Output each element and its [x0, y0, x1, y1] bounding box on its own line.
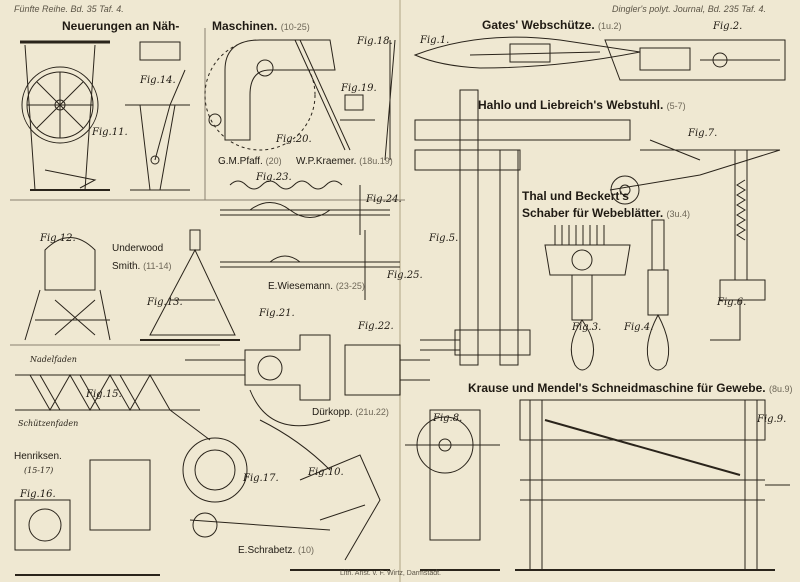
fig8-drawing [405, 409, 500, 571]
fig-16-label: Fig.16. [20, 489, 56, 500]
title-kraemer: W.P.Kraemer. (18u.19) [296, 157, 393, 167]
hahlo-label: Hahlo und Liebreich's Webstuhl. [478, 98, 664, 112]
fig2-drawing [604, 39, 786, 81]
title-schrabetz: E.Schrabetz. (10) [238, 546, 314, 556]
title-naehmaschinen-b: Maschinen. (10-25) [212, 20, 310, 32]
schuetzenfaden-label: Schützenfaden [18, 419, 79, 428]
title-thal-a: Thal und Beckert's [522, 189, 629, 203]
fig-4-label: Fig.4. [624, 322, 654, 333]
fig5-drawing [414, 89, 631, 366]
krause-ref: (8u.9) [768, 384, 793, 394]
fig23-25-drawing [220, 180, 400, 300]
hahlo-ref: (5-7) [666, 101, 686, 111]
fig18-19-drawing [340, 39, 396, 161]
duerkopp-label: Dürkopp. [312, 407, 353, 418]
title-duerkopp: Dürkopp. (21u.22) [312, 408, 389, 418]
title-wiesemann: E.Wiesemann. (23-25) [268, 282, 365, 292]
fig-19-label: Fig.19. [341, 83, 377, 94]
fig-15-label: Fig.15. [86, 389, 122, 400]
fig16-drawing [14, 459, 160, 576]
duerkopp-ref: (21u.22) [355, 407, 389, 417]
schrabetz-label: E.Schrabetz. [238, 545, 296, 556]
header-left: Fünfte Reihe. Bd. 35 Taf. 4. [14, 5, 124, 14]
fig-18-label: Fig.18. [357, 36, 393, 47]
volume-right: 235 [723, 4, 739, 14]
thal-label: Schaber für Webeblätter. [522, 206, 664, 220]
fig11-drawing [20, 40, 110, 191]
fig-24-label: Fig.24. [366, 194, 402, 205]
krause-label: Krause und Mendel's Schneidmaschine für … [468, 381, 766, 395]
fig14-drawing [125, 41, 190, 191]
fig-12-label: Fig.12. [40, 233, 76, 244]
title-thal-b: Schaber für Webeblätter. (3u.4) [522, 207, 690, 219]
fig3-drawing [544, 225, 631, 371]
fig15-drawing [15, 373, 200, 412]
pfaff-label: G.M.Pfaff. [218, 156, 263, 167]
kraemer-ref: (18u.19) [359, 156, 393, 166]
fig13-drawing [140, 229, 240, 341]
gates-label: Gates' Webschütze. [482, 18, 595, 32]
pfaff-ref: (20) [265, 156, 282, 166]
title-henriksen: Henriksen. [14, 451, 62, 462]
underwood-ref: (11-14) [143, 261, 172, 271]
fig-11-label: Fig.11. [92, 127, 128, 138]
fig1-drawing [413, 36, 641, 69]
underwood-label: Smith. [112, 261, 141, 272]
header-right: Dingler's polyt. Journal, Bd. 235 Taf. 4… [612, 5, 766, 14]
series-left: Fünfte Reihe. Bd. [14, 4, 85, 14]
kraemer-label: W.P.Kraemer. [296, 156, 357, 167]
fig-22-label: Fig.22. [358, 321, 394, 332]
fig20-drawing [204, 39, 351, 151]
fig-25-label: Fig.25. [387, 270, 423, 281]
title-hahlo: Hahlo und Liebreich's Webstuhl. (5-7) [478, 99, 686, 111]
title-krause: Krause und Mendel's Schneidmaschine für … [468, 382, 792, 394]
fig21-22-drawing [185, 334, 430, 427]
schrabetz-ref: (10) [298, 545, 315, 555]
fig-1-label: Fig.1. [420, 35, 450, 46]
wiesemann-label: E.Wiesemann. [268, 281, 334, 292]
volume-left: 35 [86, 4, 97, 14]
fig10-drawing [290, 454, 390, 571]
fig-7-label: Fig.7. [688, 128, 718, 139]
plate-right: Taf. 4. [741, 4, 767, 14]
title-pfaff: G.M.Pfaff. (20) [218, 157, 282, 167]
lithographer-credit: Lith. Anst. v. F. Wirtz, Darmstadt. [340, 570, 442, 577]
gates-ref: (1u.2) [598, 21, 622, 31]
henriksen-ref: (15-17) [24, 466, 54, 475]
plate-left: Taf. 4. [99, 4, 124, 14]
fig9-drawing [515, 399, 790, 571]
nadelfaden-label: Nadelfaden [30, 355, 77, 364]
title-naehmaschinen-a: Neuerungen an Näh- [62, 19, 180, 33]
fig-3-label: Fig.3. [572, 322, 602, 333]
fig-17-label: Fig.17. [243, 473, 279, 484]
fig-5-label: Fig.5. [429, 233, 459, 244]
naehmaschinen-label: Maschinen. [212, 19, 278, 33]
fig-10-label: Fig.10. [308, 467, 344, 478]
thal-ref: (3u.4) [666, 209, 691, 219]
fig-21-label: Fig.21. [259, 308, 295, 319]
fig17-drawing [169, 409, 331, 538]
fig12-drawing [24, 237, 111, 341]
fig-23-label: Fig.23. [256, 172, 292, 183]
title-underwood-a: Underwood [112, 243, 164, 254]
title-gates: Gates' Webschütze. (1u.2) [482, 19, 622, 31]
wiesemann-ref: (23-25) [335, 281, 365, 291]
title-underwood-b: Smith. (11-14) [112, 262, 171, 272]
fig4-drawing [646, 219, 670, 371]
fig-6-label: Fig.6. [717, 297, 747, 308]
fig-20-label: Fig.20. [276, 134, 312, 145]
fig-8-label: Fig.8. [433, 413, 463, 424]
fig6-7-drawing [609, 139, 781, 341]
naehmaschinen-ref: (10-25) [280, 22, 310, 32]
fig-13-label: Fig.13. [147, 297, 183, 308]
fig-14-label: Fig.14. [140, 75, 176, 86]
journal-right: Dingler's polyt. Journal, Bd. [612, 4, 722, 14]
fig-9-label: Fig.9. [757, 414, 787, 425]
fig-2-label: Fig.2. [713, 21, 743, 32]
